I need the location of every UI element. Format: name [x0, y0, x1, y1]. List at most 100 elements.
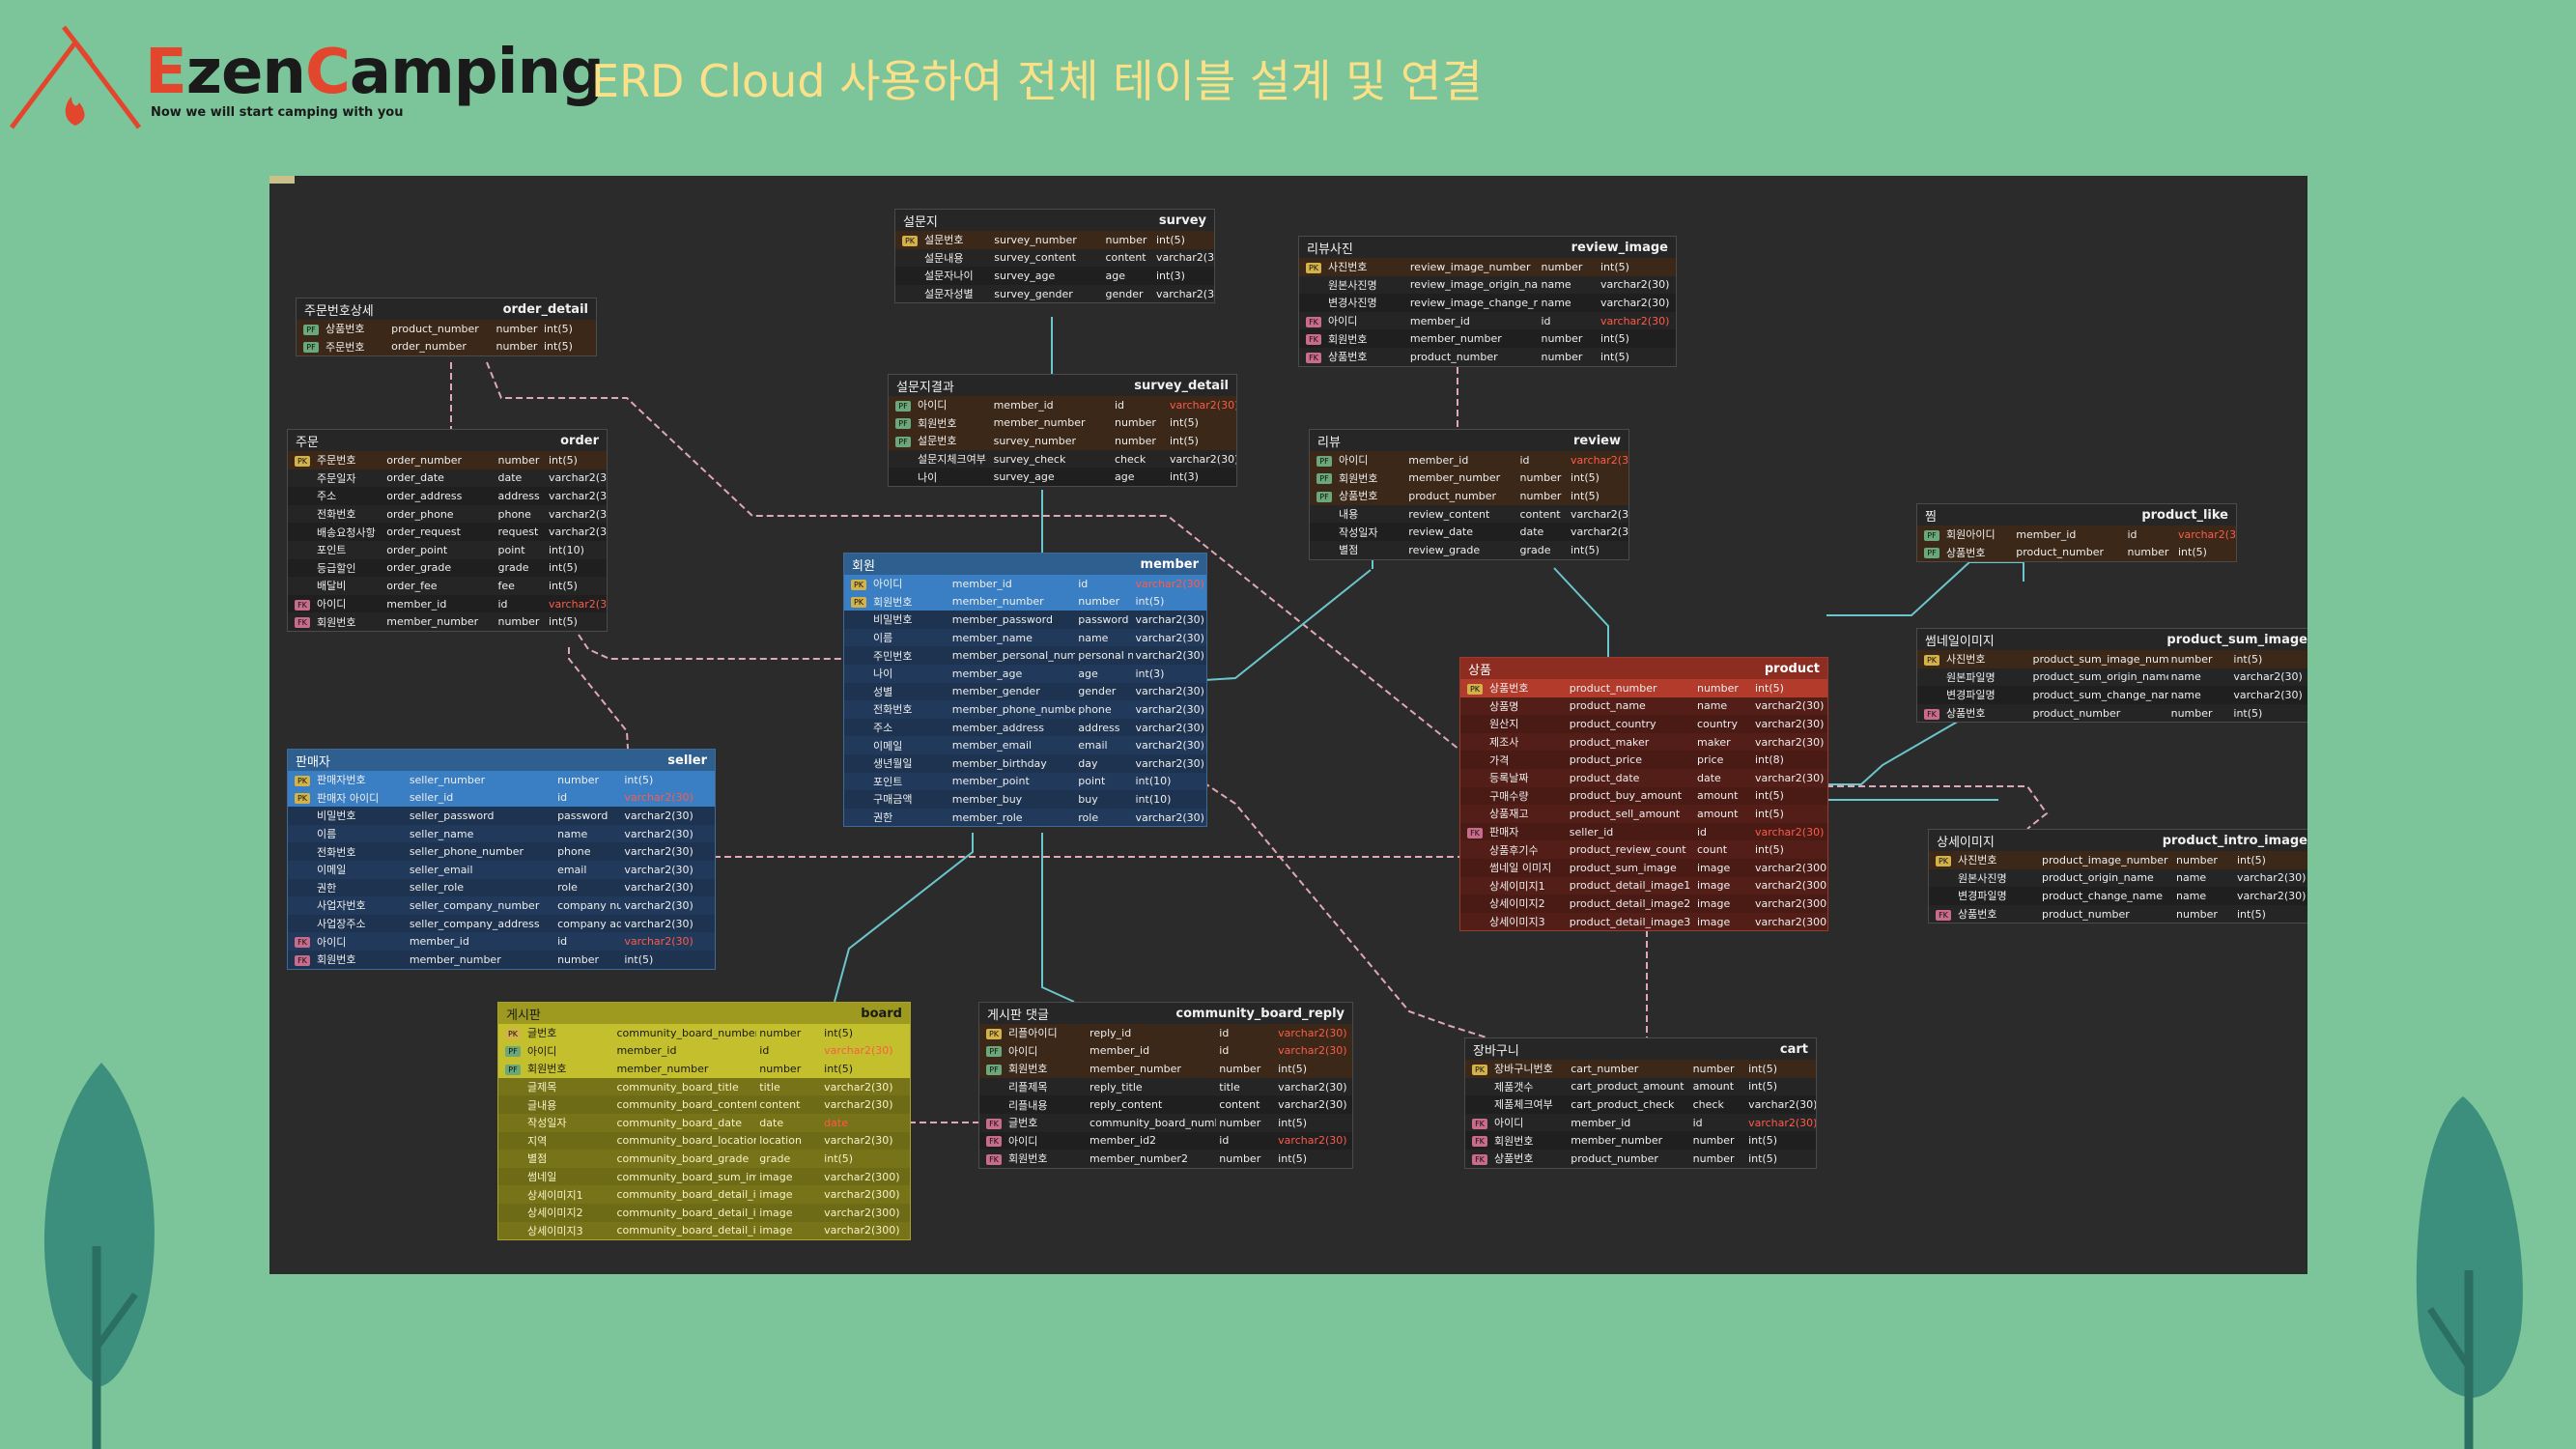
- table-review[interactable]: 리뷰reviewPF아이디member_ididvarchar2(30)PF회원…: [1309, 429, 1629, 560]
- table-row[interactable]: PK사진번호product_sum_image_numbernumberint(…: [1917, 650, 2307, 668]
- table-row[interactable]: 상세이미지1community_board_detail_image1image…: [498, 1185, 910, 1204]
- table-row[interactable]: 상세이미지3community_board_detail_image3image…: [498, 1221, 910, 1240]
- table-row[interactable]: 변경사진명review_image_change_namenamevarchar…: [1299, 294, 1676, 312]
- table-row[interactable]: 상세이미지2community_board_detail_image2image…: [498, 1203, 910, 1222]
